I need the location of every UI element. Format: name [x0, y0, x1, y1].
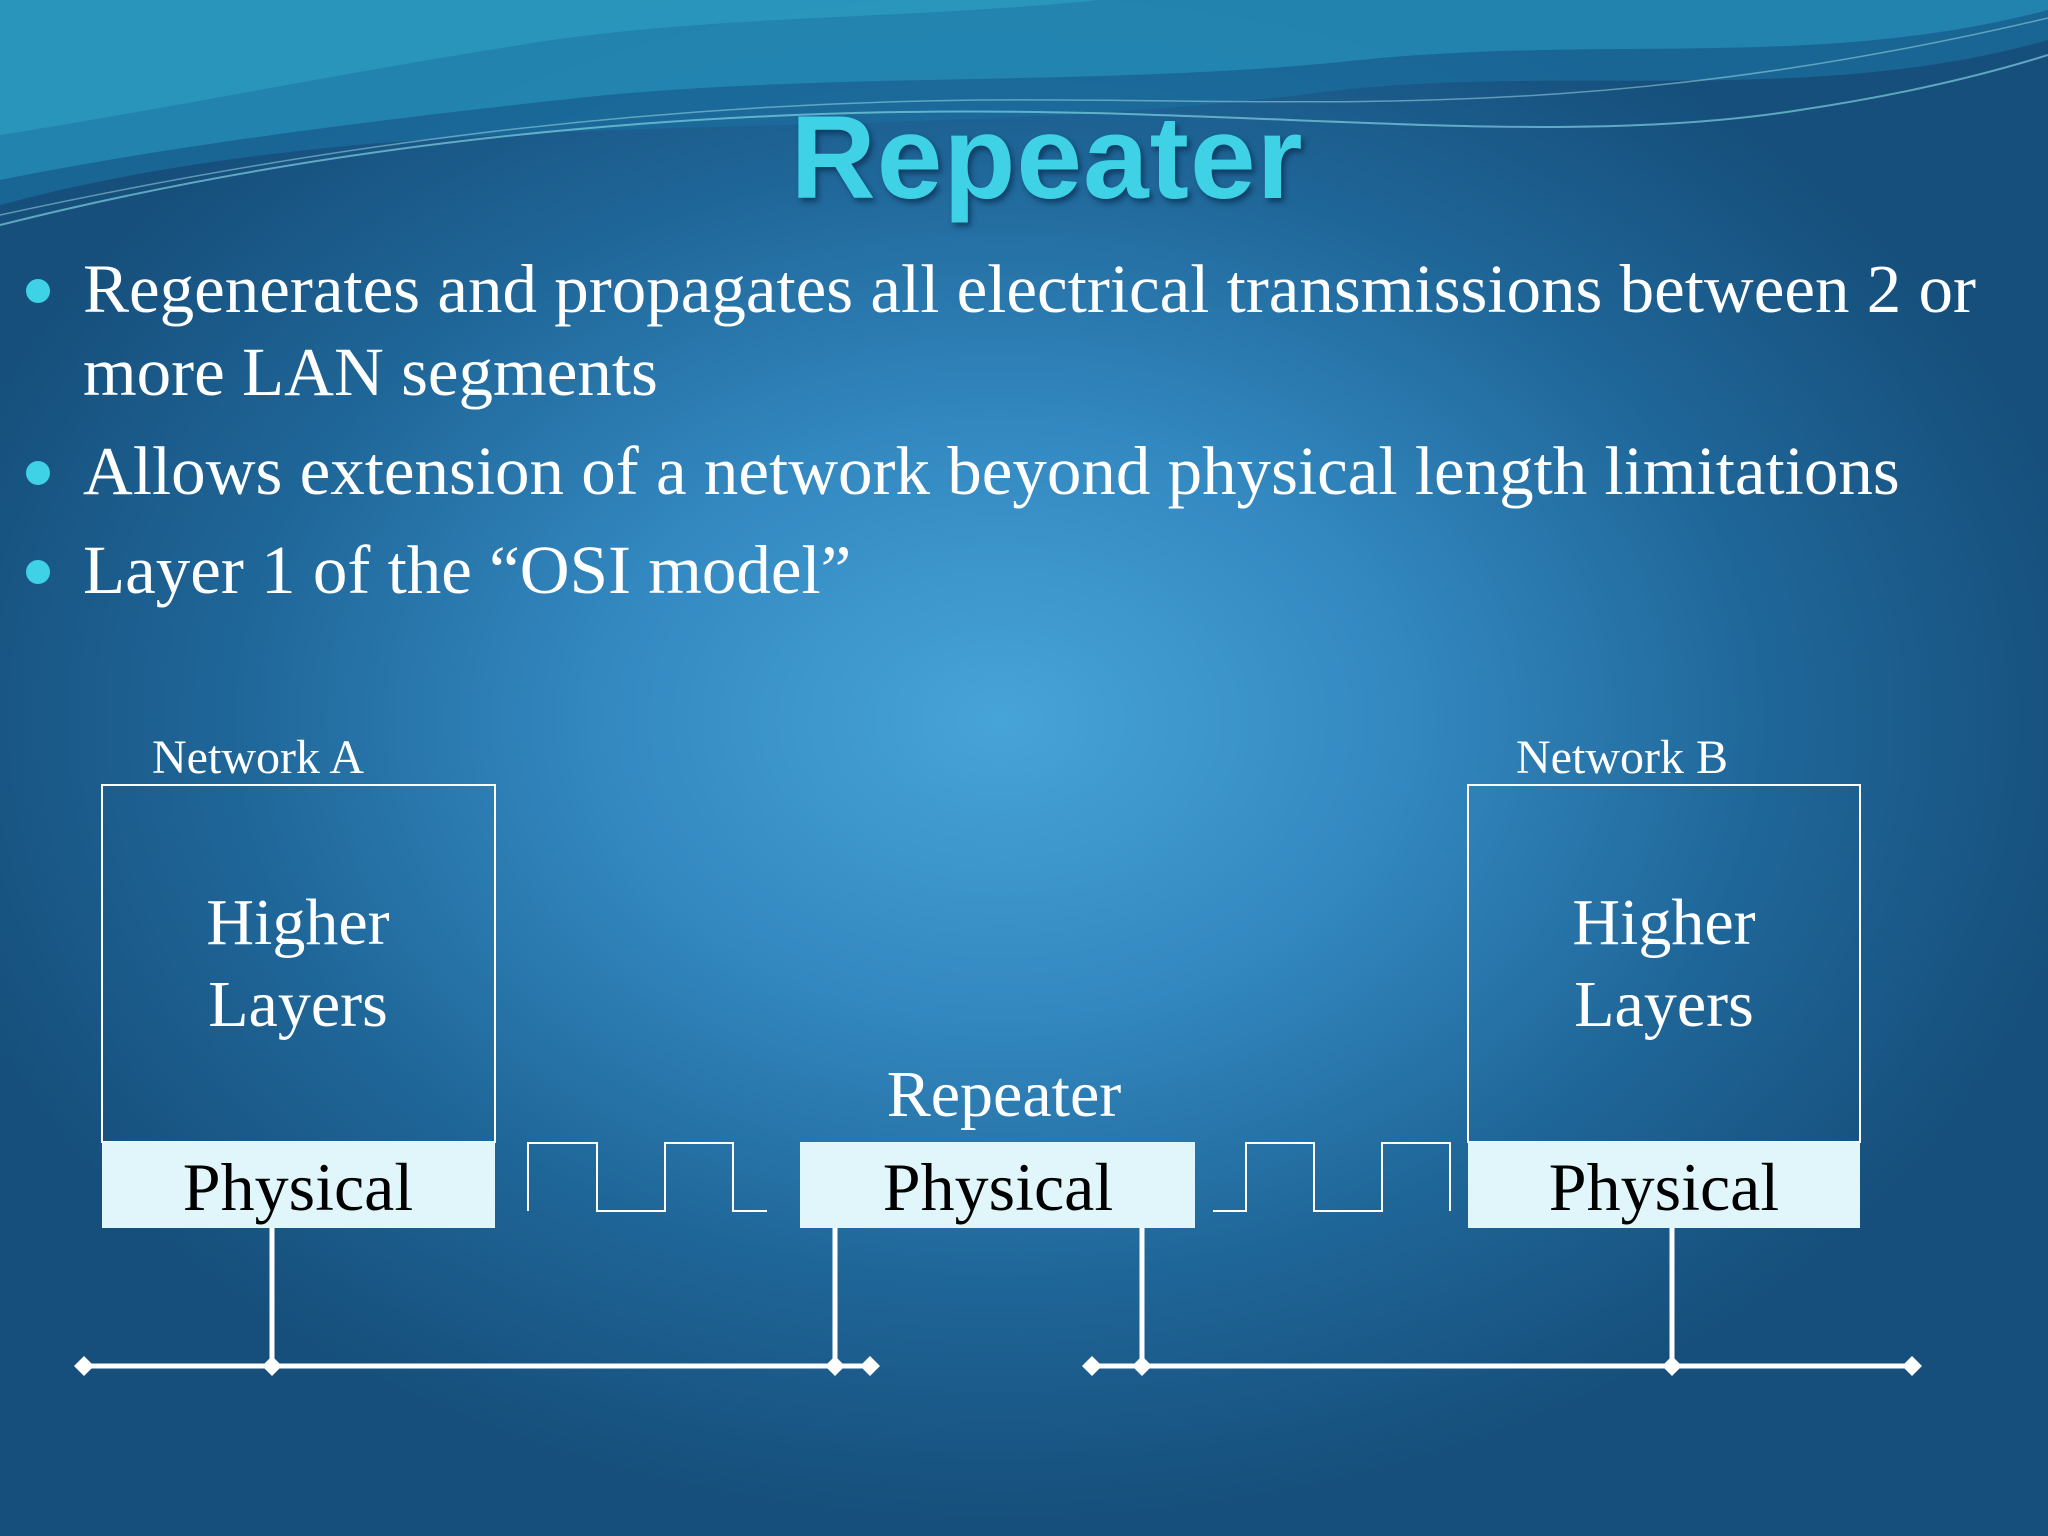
network-a-physical-box — [102, 1142, 495, 1228]
signal-wave-b — [1213, 1142, 1451, 1212]
network-b-higher-layers-box — [1467, 784, 1861, 1143]
bullet-text: Layer 1 of the “OSI model” — [83, 532, 852, 608]
signal-wave-a — [527, 1142, 767, 1212]
bullet-dot-icon — [26, 279, 50, 303]
network-b-layers-label: Layers — [1574, 968, 1754, 1041]
bullet-text: Regenerates and propagates all electrica… — [83, 251, 1976, 410]
wave-decoration — [0, 0, 2048, 226]
bullet-item: Regenerates and propagates all electrica… — [0, 248, 2048, 414]
slide-title: Repeater — [790, 92, 1304, 224]
segment-a-right-end-icon — [860, 1356, 880, 1376]
network-a-label: Network A — [152, 731, 364, 784]
network-a-higher-label: Higher — [206, 886, 389, 959]
segment-b-right-end-icon — [1902, 1356, 1922, 1376]
segment-b-left-end-icon — [1082, 1356, 1102, 1376]
segment-a-left-end-icon — [74, 1356, 94, 1376]
bullet-item: Allows extension of a network beyond phy… — [0, 430, 2048, 513]
bullet-dot-icon — [26, 560, 50, 584]
segment-a-tap-icon — [825, 1356, 845, 1376]
network-b-physical-box — [1468, 1142, 1860, 1228]
network-b-physical-label: Physical — [1549, 1149, 1779, 1225]
repeater-physical-label: Physical — [883, 1149, 1113, 1225]
network-a-physical-label: Physical — [183, 1149, 413, 1225]
network-b-higher-label: Higher — [1572, 886, 1755, 959]
segment-b-tap-icon — [1132, 1356, 1152, 1376]
bullet-text: Allows extension of a network beyond phy… — [83, 433, 1900, 509]
network-a-higher-layers-box — [101, 784, 496, 1143]
network-a-layers-label: Layers — [208, 968, 388, 1041]
segment-b-tap-icon — [1662, 1356, 1682, 1376]
repeater-physical-box — [800, 1142, 1195, 1228]
network-b-label: Network B — [1516, 731, 1728, 784]
repeater-label: Repeater — [887, 1058, 1122, 1131]
bullet-list: Regenerates and propagates all electrica… — [0, 248, 2048, 628]
bullet-item: Layer 1 of the “OSI model” — [0, 529, 2048, 612]
bullet-dot-icon — [26, 461, 50, 485]
segment-a-tap-icon — [262, 1356, 282, 1376]
